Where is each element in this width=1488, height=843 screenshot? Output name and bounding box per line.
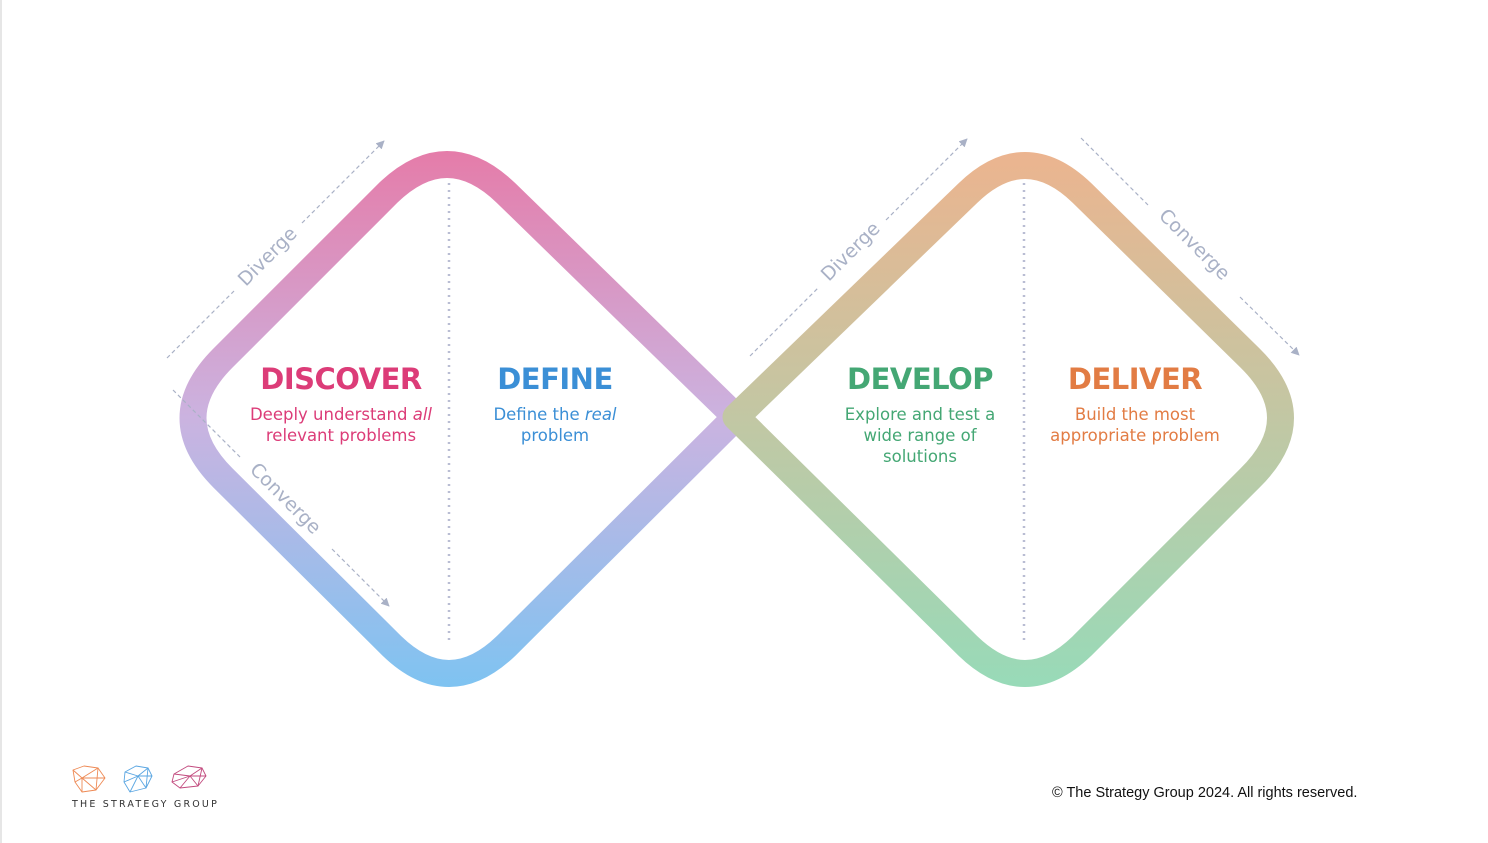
- phase-deliver-title: DELIVER: [1067, 362, 1203, 396]
- phase-discover-description: Deeply understand all relevant problems: [226, 404, 456, 446]
- phase-deliver: DELIVER Build the most appropriate probl…: [1050, 362, 1220, 446]
- phase-develop-title: DEVELOP: [847, 362, 994, 396]
- phase-discover-title: DISCOVER: [260, 362, 422, 396]
- logo-mark-magenta-icon: [171, 765, 207, 789]
- phase-discover: DISCOVER Deeply understand all relevant …: [226, 362, 456, 446]
- page-edge-line: [0, 0, 2, 843]
- phase-define-desc-emphasis: real: [584, 405, 617, 424]
- diverge-right-arrow: Diverge: [749, 138, 968, 357]
- phase-define: DEFINE Define the real problem: [470, 362, 640, 446]
- copyright-notice: © The Strategy Group 2024. All rights re…: [1052, 785, 1358, 801]
- right-diamond-loop: [722, 152, 1294, 687]
- phase-develop: DEVELOP Explore and test a wide range of…: [830, 362, 1010, 467]
- logo-mark-blue-icon: [123, 765, 153, 793]
- converge-right-arrow: Converge: [1080, 137, 1300, 356]
- phase-define-title: DEFINE: [497, 362, 613, 396]
- phase-define-description: Define the real problem: [470, 404, 640, 446]
- logo-mark-orange-icon: [72, 765, 106, 793]
- logo-wordmark: THE STRATEGY GROUP: [72, 799, 220, 810]
- phase-define-desc-text-end: problem: [520, 426, 590, 445]
- phase-discover-desc-emphasis: all: [412, 405, 433, 424]
- phase-discover-desc-text: Deeply understand: [249, 405, 413, 424]
- diverge-left-arrow: Diverge: [166, 140, 385, 359]
- phase-develop-desc-text: Explore and test a wide range of solutio…: [844, 405, 996, 466]
- left-diamond-loop: [179, 151, 750, 687]
- phase-deliver-desc-text: Build the most appropriate problem: [1050, 405, 1220, 445]
- phase-develop-description: Explore and test a wide range of solutio…: [830, 404, 1010, 467]
- logo-polygon-marks: [72, 765, 207, 793]
- phase-deliver-description: Build the most appropriate problem: [1050, 404, 1220, 446]
- phase-discover-desc-text-end: relevant problems: [265, 426, 417, 445]
- phase-define-desc-text: Define the: [493, 405, 585, 424]
